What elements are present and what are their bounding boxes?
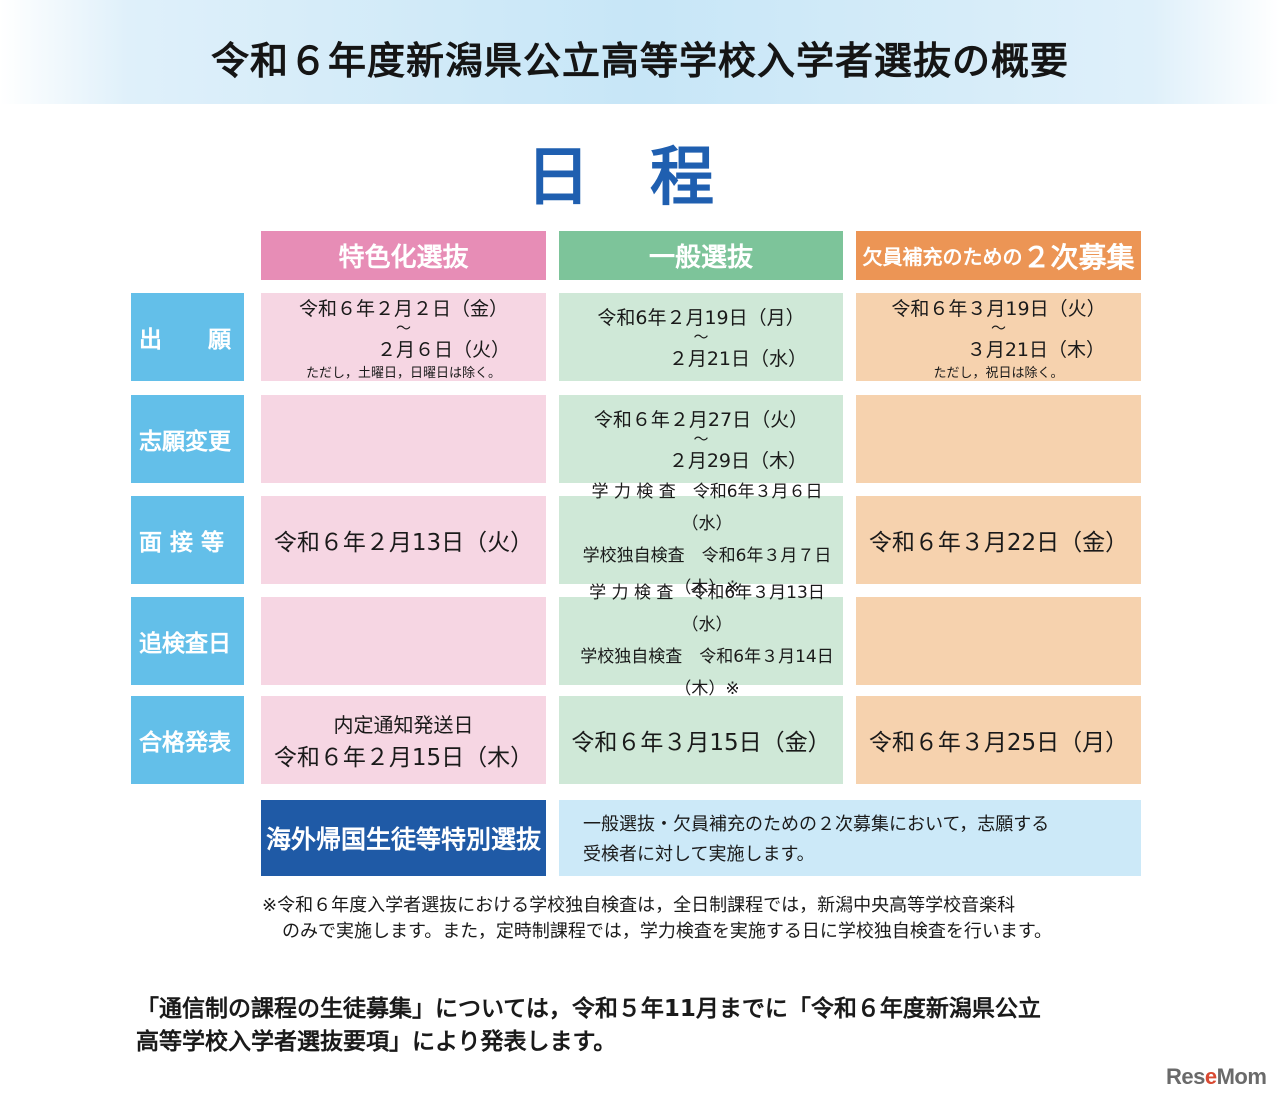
row-header-label: 追検査日 xyxy=(139,631,231,657)
date-text: 令和６年３月25日（月） xyxy=(868,730,1129,756)
special-selection-label: 海外帰国生徒等特別選抜 xyxy=(265,825,541,854)
schedule-heading: 日程 xyxy=(526,141,774,215)
footnote: ※令和６年度入学者選抜における学校独自検査は，全日制課程では，新潟中央高等学校音… xyxy=(262,893,1162,945)
exam-line: 学 力 検 査 令和6年３月６日（水） xyxy=(591,482,823,534)
exam-line: 学校独自検査 令和6年３月７日（木）※ xyxy=(582,546,832,598)
column-header-label-big: ２次募集 xyxy=(1022,240,1135,274)
date-text: 令和６年２月13日（火） xyxy=(273,530,534,556)
row-header-label: 志願変更 xyxy=(139,429,231,455)
exam-line: 学 力 検 査 令和6年３月13日（水） xyxy=(589,583,825,635)
cell-application-tokushoku: 令和６年２月２日（金） ～ ２月６日（火） ただし，土曜日，日曜日は除く。 xyxy=(261,293,546,381)
row-header-label: 合格発表 xyxy=(139,730,231,756)
row-header-application: 出 願 xyxy=(131,293,244,381)
cell-makeup-ippan: 学 力 検 査 令和6年３月13日（水） 学校独自検査 令和6年３月14日（木）… xyxy=(559,583,843,699)
date-line: 令和6年２月19日（月） xyxy=(597,307,805,329)
date-line: 令和６年３月19日（火） xyxy=(891,297,1106,320)
note-text: ただし，土曜日，日曜日は除く。 xyxy=(305,365,501,381)
row-header-makeup: 追検査日 xyxy=(131,597,244,685)
bottom-announcement: 「通信制の課程の生徒募集」については，令和５年11月までに「令和６年度新潟県公立… xyxy=(136,993,1156,1059)
column-header-niji: 欠員補充のための ２次募集 xyxy=(856,231,1141,280)
date-text: 令和６年３月22日（金） xyxy=(868,530,1129,556)
tilde-mark: ～ xyxy=(693,328,709,346)
tilde-mark: ～ xyxy=(395,318,411,337)
column-header-label-small: 欠員補充のための xyxy=(862,245,1023,269)
resemom-logo: ReseMom xyxy=(1166,1064,1267,1090)
cell-application-ippan: 令和6年２月19日（月） ～ ２月21日（水） xyxy=(559,293,843,381)
note-label: 内定通知発送日 xyxy=(333,712,474,737)
date-line: 令和６年２月27日（火） xyxy=(593,409,809,431)
cell-change-niji xyxy=(856,395,1141,483)
special-line: 受検者に対して実施します。 xyxy=(583,844,815,865)
date-text: 令和６年３月15日（金） xyxy=(571,730,831,756)
footnote-line: ※令和６年度入学者選抜における学校独自検査は，全日制課程では，新潟中央高等学校音… xyxy=(262,895,1016,916)
cell-makeup-niji xyxy=(856,597,1141,685)
footnote-line: のみで実施します。また，定時制課程では，学力検査を実施する日に学校独自検査を行い… xyxy=(282,921,1053,942)
announcement-line: 高等学校入学者選抜要項」により発表します。 xyxy=(136,1029,617,1055)
cell-change-tokushoku xyxy=(261,395,546,483)
cell-makeup-tokushoku xyxy=(261,597,546,685)
cell-interview-tokushoku: 令和６年２月13日（火） xyxy=(261,496,546,584)
date-line: ３月21日（木） xyxy=(966,338,1105,361)
column-header-tokushoku: 特色化選抜 xyxy=(261,231,546,280)
cell-results-niji: 令和６年３月25日（月） xyxy=(856,696,1141,784)
row-header-change: 志願変更 xyxy=(131,395,244,483)
column-header-ippan: 一般選抜 xyxy=(559,231,843,280)
page-title: 令和６年度新潟県公立高等学校入学者選抜の概要 xyxy=(210,39,1069,83)
note-text: ただし，祝日は除く。 xyxy=(933,365,1064,381)
special-line: 一般選抜・欠員補充のための２次募集において，志願する xyxy=(583,814,1050,835)
tilde-mark: ～ xyxy=(693,430,709,448)
logo-part: Res xyxy=(1166,1064,1205,1089)
column-header-label: 特色化選抜 xyxy=(338,243,469,273)
row-header-label: 面 接 等 xyxy=(139,530,225,556)
date-line: ２月29日（木） xyxy=(668,450,807,472)
date-line: ２月21日（水） xyxy=(668,348,807,370)
cell-interview-niji: 令和６年３月22日（金） xyxy=(856,496,1141,584)
cell-application-niji: 令和６年３月19日（火） ～ ３月21日（木） ただし，祝日は除く。 xyxy=(856,293,1141,381)
row-header-results: 合格発表 xyxy=(131,696,244,784)
row-header-label: 出 願 xyxy=(139,327,231,353)
logo-part: e xyxy=(1204,1064,1217,1089)
exam-line: 学校独自検査 令和6年３月14日（木）※ xyxy=(580,647,834,699)
special-selection-header: 海外帰国生徒等特別選抜 xyxy=(261,800,546,876)
cell-interview-ippan: 学 力 検 査 令和6年３月６日（水） 学校独自検査 令和6年３月７日（木）※ xyxy=(559,482,843,598)
cell-results-ippan: 令和６年３月15日（金） xyxy=(559,696,843,784)
cell-results-tokushoku: 内定通知発送日 令和６年２月15日（木） xyxy=(261,696,546,784)
cell-change-ippan: 令和６年２月27日（火） ～ ２月29日（木） xyxy=(559,395,843,483)
column-header-label: 一般選抜 xyxy=(648,243,753,273)
date-line: ２月６日（火） xyxy=(376,338,510,361)
special-selection-body: 一般選抜・欠員補充のための２次募集において，志願する 受検者に対して実施します。 xyxy=(559,800,1141,876)
header-banner xyxy=(0,0,1280,104)
row-header-interview: 面 接 等 xyxy=(131,496,244,584)
date-line: 令和６年２月２日（金） xyxy=(298,297,508,320)
announcement-line: 「通信制の課程の生徒募集」については，令和５年11月までに「令和６年度新潟県公立 xyxy=(136,996,1041,1022)
logo-part: Mom xyxy=(1216,1064,1267,1089)
date-text: 令和６年２月15日（木） xyxy=(273,744,534,771)
tilde-mark: ～ xyxy=(990,318,1006,337)
